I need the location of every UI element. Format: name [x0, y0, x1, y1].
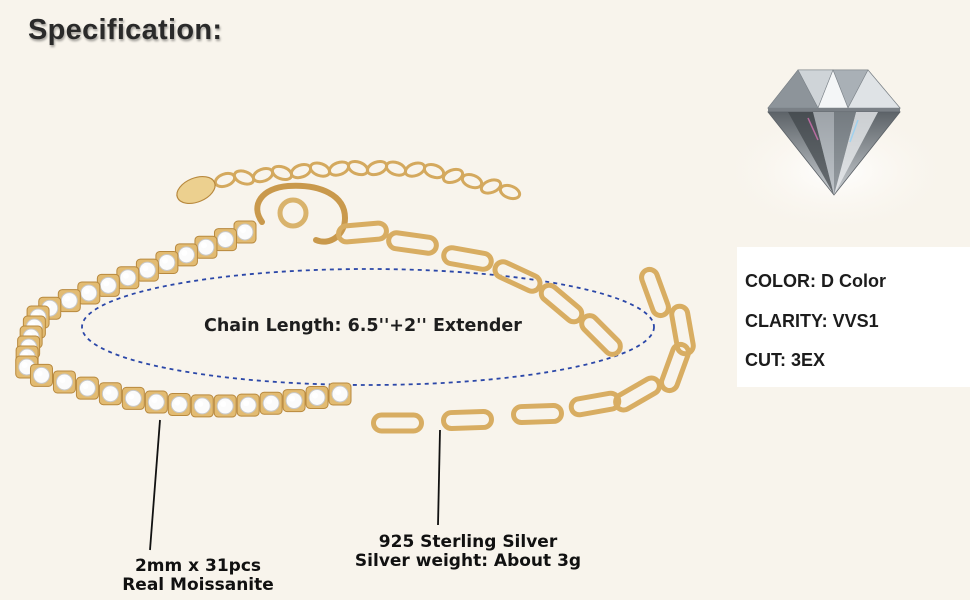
extender-link: [251, 167, 275, 184]
moissanite-stone: [194, 235, 218, 259]
spec-clarity: CLARITY: VVS1: [745, 311, 879, 331]
moissanite-stone: [259, 391, 283, 415]
extender-link: [441, 167, 465, 185]
tennis-band: [15, 220, 352, 418]
moissanite-stone: [57, 289, 81, 313]
moissanite-stone: [236, 393, 260, 417]
extender-link: [384, 160, 408, 177]
stones-type-text: Real Moissanite: [122, 575, 274, 595]
chain-link: [538, 282, 585, 325]
moissanite-stone: [233, 220, 257, 244]
extender-link: [479, 178, 503, 195]
lobster-clasp: [254, 182, 349, 245]
chain-link: [659, 341, 691, 394]
moissanite-stone: [213, 394, 237, 418]
stones-size-text: 2mm x 31pcs: [134, 556, 262, 576]
brand-tag: [176, 175, 216, 205]
chain-link: [386, 230, 439, 256]
moissanite-stone: [305, 385, 329, 409]
extender-link: [346, 159, 370, 177]
moissanite-stone: [116, 266, 140, 290]
silver-weight-text: Silver weight: About 3g: [354, 551, 582, 571]
moissanite-stone: [52, 370, 76, 394]
extender-link: [365, 159, 389, 177]
chain-link: [371, 412, 424, 434]
moissanite-stone: [155, 250, 179, 274]
chain-link: [511, 402, 564, 426]
silver-material-text: 925 Sterling Silver: [378, 532, 558, 552]
moissanite-stone: [121, 386, 145, 410]
moissanite-stone: [190, 394, 214, 418]
moissanite-stone: [98, 382, 122, 406]
extender-link: [289, 162, 313, 180]
chain-length-label: Chain Length: 6.5''+2'' Extender: [204, 316, 522, 336]
moissanite-stone: [29, 363, 53, 387]
silver-pointer: [437, 429, 441, 526]
moissanite-stone: [75, 376, 99, 400]
moissanite-stone: [174, 243, 198, 267]
moissanite-stone: [282, 389, 306, 413]
stones-callout: 2mm x 31pcs Real Moissanite: [108, 557, 288, 595]
moissanite-stone: [144, 390, 168, 414]
moissanite-stone: [135, 258, 159, 282]
chain-link: [336, 220, 389, 245]
extender-chain: [213, 159, 522, 201]
chain-link: [639, 266, 671, 319]
chain-link: [441, 245, 494, 272]
chain-link: [613, 375, 662, 413]
chain-link: [492, 259, 543, 294]
paperclip-chain: [336, 220, 696, 434]
chain-length-oval: [81, 268, 655, 386]
moissanite-stone: [328, 382, 352, 406]
extender-link: [327, 160, 351, 177]
spec-cut: CUT: 3EX: [745, 350, 826, 370]
page-title: Specification:: [28, 14, 223, 46]
silver-callout: 925 Sterling Silver Silver weight: About…: [340, 533, 596, 571]
stones-pointer: [149, 419, 161, 551]
diamond-gem-icon: [726, 69, 946, 225]
spec-color: COLOR: D Color: [745, 271, 886, 291]
moissanite-stone: [96, 273, 120, 297]
moissanite-stone: [77, 281, 101, 305]
moissanite-stone: [213, 228, 237, 252]
chain-link: [579, 313, 623, 357]
spec-panel: COLOR: D Color CLARITY: VVS1 CUT: 3EX: [737, 247, 970, 387]
extender-link: [213, 171, 237, 189]
moissanite-stone: [167, 393, 191, 417]
chain-link: [441, 408, 494, 432]
chain-link: [568, 390, 622, 418]
extender-link: [498, 183, 522, 201]
